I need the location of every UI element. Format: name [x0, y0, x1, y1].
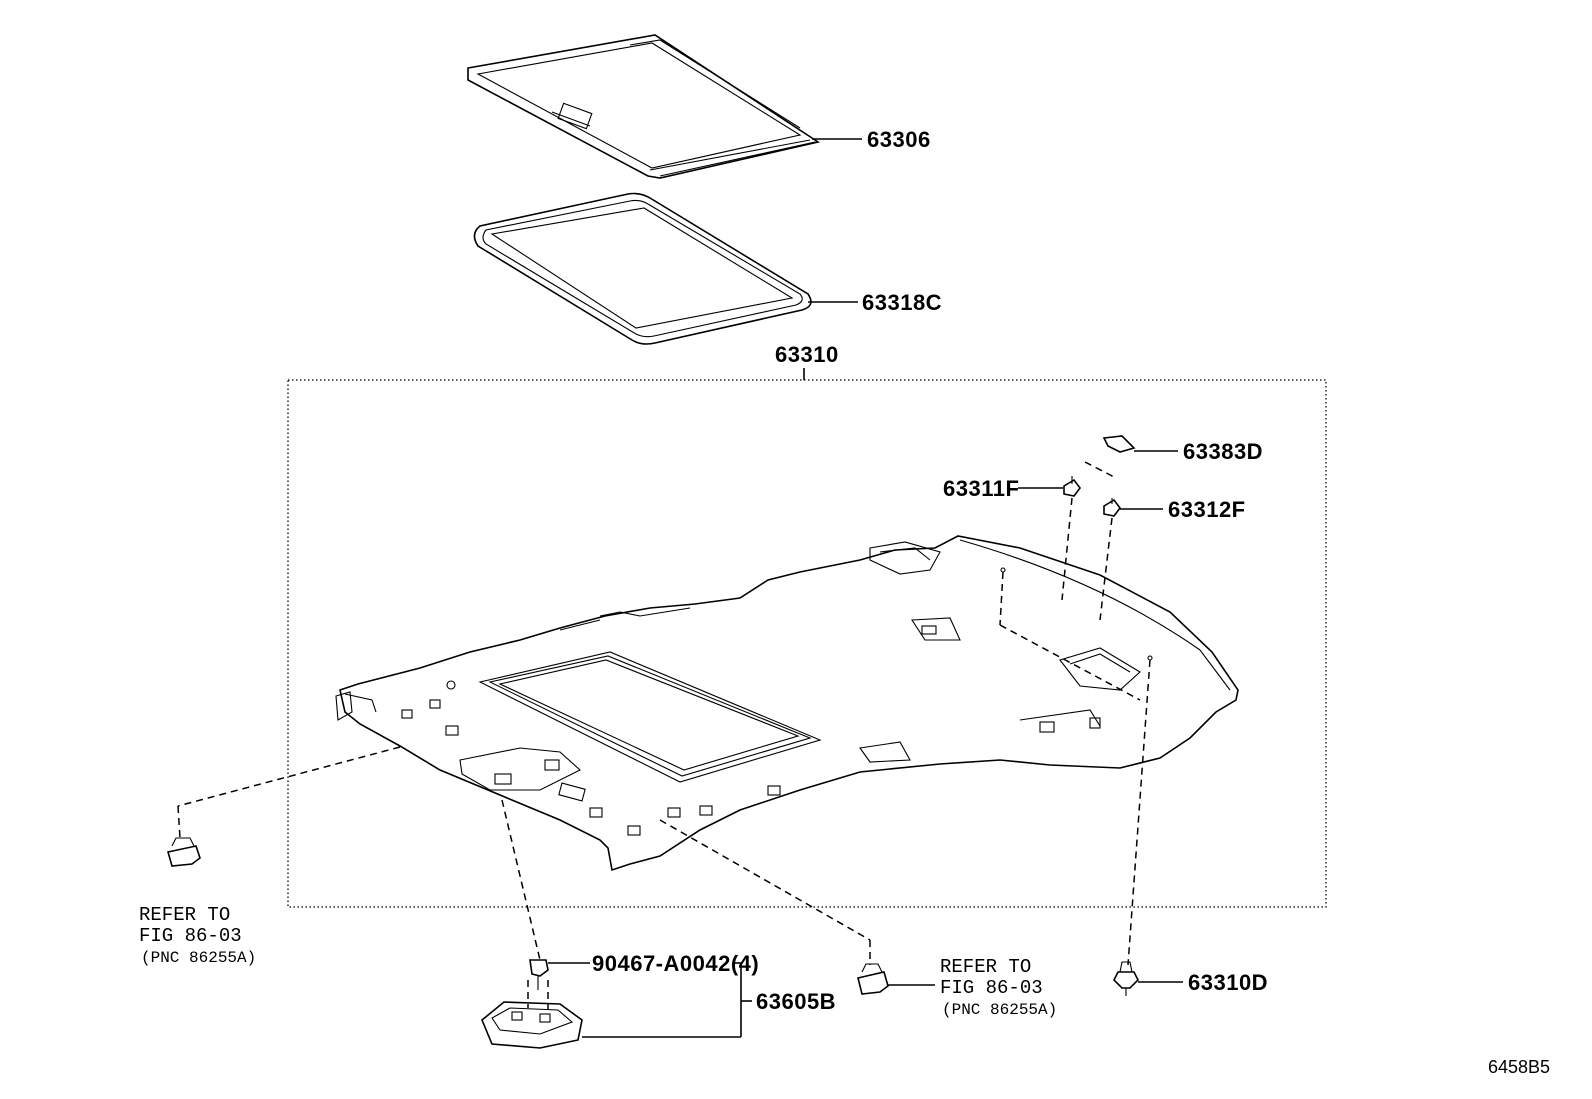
reference-center-line2[interactable]: FIG 86-03: [940, 977, 1043, 999]
assembly-guide-lines-left: [177, 746, 871, 965]
reference-note-left: REFER TO FIG 86-03 (PNC 86255A): [139, 904, 256, 967]
part-number-63310D[interactable]: 63310D: [1188, 970, 1268, 995]
sunroof-weatherstrip[interactable]: [473, 192, 812, 345]
reference-center-pnc[interactable]: (PNC 86255A): [942, 1001, 1057, 1019]
sunshade-panel[interactable]: [467, 34, 820, 179]
bracket-63383D[interactable]: [1102, 435, 1136, 453]
part-number-90467[interactable]: 90467-A0042(4): [592, 951, 759, 976]
reference-center-line1: REFER TO: [940, 956, 1031, 978]
clip-center-86255A[interactable]: [857, 963, 889, 995]
clip-63311F[interactable]: [1063, 476, 1081, 497]
reference-left-line2[interactable]: FIG 86-03: [139, 925, 242, 947]
reference-left-line1: REFER TO: [139, 904, 230, 926]
assembly-guide-lines-right: [999, 461, 1151, 966]
part-number-63312F[interactable]: 63312F: [1168, 497, 1246, 522]
roof-headliner[interactable]: [335, 535, 1239, 872]
clip-left-86255A[interactable]: [166, 837, 201, 867]
part-number-63310[interactable]: 63310: [775, 342, 839, 367]
figure-id: 6458B5: [1488, 1057, 1550, 1077]
part-number-63306[interactable]: 63306: [867, 127, 931, 152]
part-number-63383D[interactable]: 63383D: [1183, 439, 1263, 464]
assembly-frame: [287, 379, 1327, 908]
map-lamp-assy[interactable]: [481, 980, 583, 1049]
part-number-63605B[interactable]: 63605B: [756, 989, 836, 1014]
clip-63312F[interactable]: [1103, 498, 1121, 517]
reference-left-pnc[interactable]: (PNC 86255A): [141, 949, 256, 967]
reference-note-center: REFER TO FIG 86-03 (PNC 86255A): [940, 956, 1057, 1019]
clip-63310D[interactable]: [1113, 961, 1139, 996]
screw-90467[interactable]: [529, 959, 549, 990]
part-number-63311F[interactable]: 63311F: [943, 476, 1019, 501]
part-number-63318C[interactable]: 63318C: [862, 290, 942, 315]
